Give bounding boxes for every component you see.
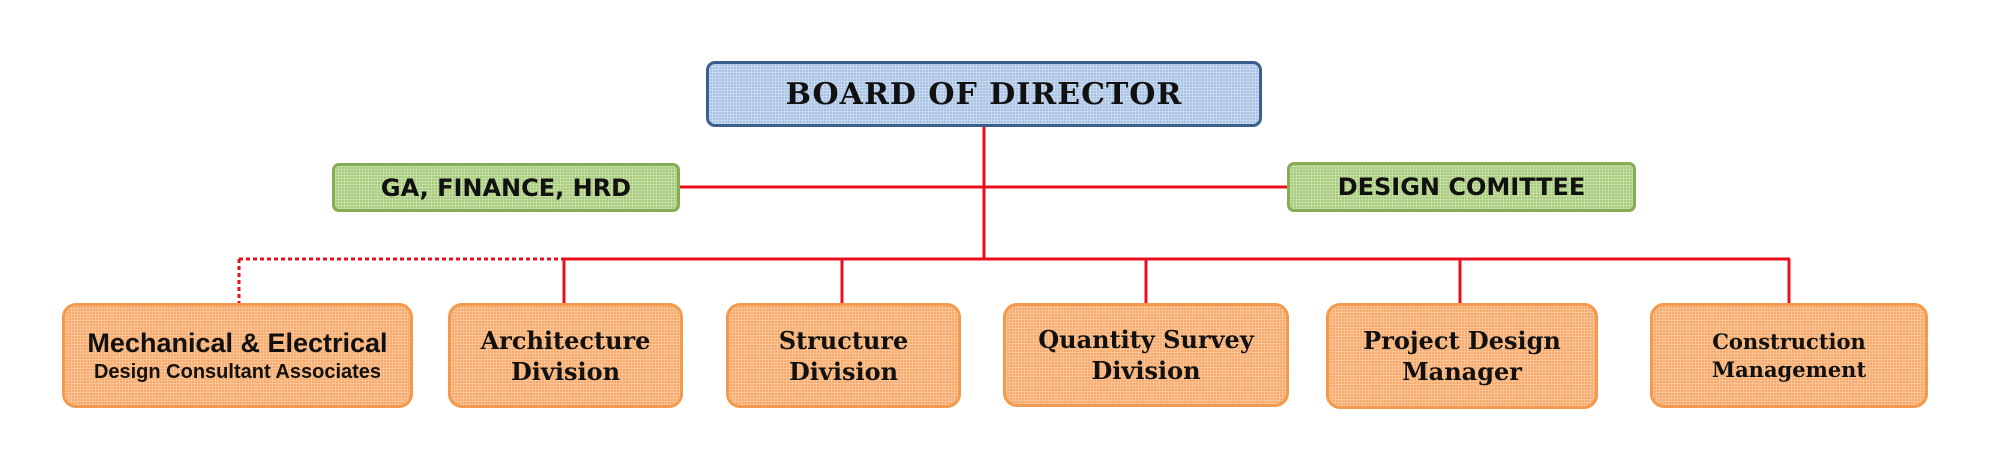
construction-management-line2: Management (1711, 356, 1867, 382)
design-comittee-label: DESIGN COMITTEE (1337, 173, 1586, 201)
structure-division-line2: Division (788, 356, 899, 386)
mechanical-electrical-box: Mechanical & Electrical Design Consultan… (62, 303, 413, 408)
project-design-manager-line1: Project Design (1363, 326, 1561, 355)
quantity-survey-division-line2: Division (1091, 356, 1201, 385)
design-comittee-box: DESIGN COMITTEE (1287, 162, 1636, 212)
board-of-director-box: BOARD OF DIRECTOR (706, 61, 1262, 127)
quantity-survey-division-line1: Quantity Survey (1038, 325, 1254, 354)
quantity-survey-division-box: Quantity Survey Division (1003, 303, 1289, 407)
project-design-manager-line2: Manager (1402, 357, 1522, 386)
architecture-division-line2: Division (510, 356, 621, 386)
mechanical-electrical-line1: Mechanical & Electrical (87, 327, 388, 358)
structure-division-box: Structure Division (726, 303, 961, 408)
ga-finance-hrd-box: GA, FINANCE, HRD (332, 163, 680, 212)
project-design-manager-box: Project Design Manager (1326, 303, 1598, 409)
construction-management-line1: Construction (1712, 328, 1866, 354)
structure-division-line1: Structure (778, 325, 909, 355)
board-of-director-label: BOARD OF DIRECTOR (785, 76, 1183, 112)
construction-management-box: Construction Management (1650, 303, 1928, 408)
mechanical-electrical-line2: Design Consultant Associates (93, 360, 382, 383)
architecture-division-line1: Architecture (480, 325, 651, 355)
ga-finance-hrd-label: GA, FINANCE, HRD (380, 173, 632, 202)
architecture-division-box: Architecture Division (448, 303, 683, 408)
